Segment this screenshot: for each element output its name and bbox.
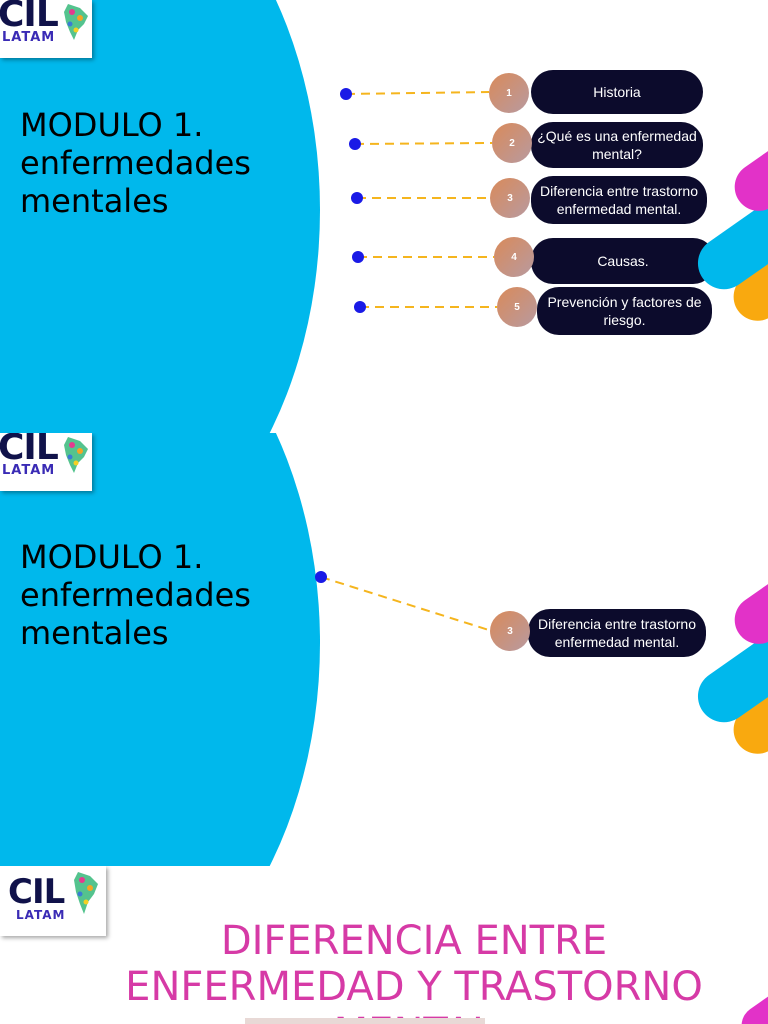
- logo: CIL LATAM: [0, 433, 92, 491]
- module-title-line1: MODULO 1.: [20, 106, 204, 144]
- connector-dot: [340, 88, 352, 100]
- logo-map-icon: [64, 437, 88, 473]
- section-title: DIFERENCIA ENTRE ENFERMEDAD Y TRASTORNO …: [60, 918, 768, 1024]
- topic-pill-3[interactable]: Diferencia entre trastorno enfermedad me…: [528, 609, 706, 657]
- logo: CIL LATAM: [0, 866, 106, 936]
- connector-3: [315, 571, 493, 632]
- logo-map-icon: [74, 872, 98, 914]
- topic-pill-text-line2: enfermedad mental.: [554, 634, 680, 650]
- connector-dot: [315, 571, 327, 583]
- topic-number-1: 1: [489, 73, 529, 113]
- connector-2: [349, 138, 493, 150]
- topic-number-4: 4: [494, 237, 534, 277]
- topic-pill-text-line1: Diferencia entre trastorno: [540, 183, 698, 199]
- topic-number-3: 3: [490, 611, 530, 651]
- module-title-line3: mentales: [20, 182, 169, 220]
- topic-pill-text-line1: Prevención y factores de: [547, 294, 702, 310]
- slide-3: CIL LATAM DIFERENCIA ENTRE ENFERMEDAD Y …: [0, 866, 768, 1024]
- module-title-line1: MODULO 1.: [20, 538, 204, 576]
- topic-pill-text-line1: ¿Qué es una enfermedad: [537, 128, 697, 144]
- connector-dot: [354, 301, 366, 313]
- topic-pill-text-line2: enfermedad mental.: [556, 201, 682, 217]
- blue-background-shape: [0, 433, 320, 866]
- topic-pill-text-line2: riesgo.: [603, 312, 646, 328]
- connector-lines: [315, 571, 493, 632]
- logo-text-sub: LATAM: [2, 463, 56, 478]
- connector-dot: [352, 251, 364, 263]
- slide-2: CIL LATAM MODULO 1. enfermedades mentale…: [0, 433, 768, 866]
- logo-text-sub: LATAM: [16, 908, 66, 922]
- logo-map-icon: [64, 4, 88, 40]
- topic-pill-text: Causas.: [597, 253, 649, 269]
- connector-lines: [340, 88, 497, 313]
- logo-text-sub: LATAM: [2, 30, 56, 45]
- image-placeholder: [245, 1018, 485, 1024]
- topic-pill-5[interactable]: Prevención y factores de riesgo.: [537, 287, 712, 335]
- topic-pill-1[interactable]: Historia: [531, 70, 703, 114]
- section-title-line2: ENFERMEDAD Y TRASTORNO: [125, 964, 703, 1010]
- module-title-line3: mentales: [20, 614, 169, 652]
- logo-text-main: CIL: [0, 433, 59, 468]
- topic-pill-text-line2: mental?: [592, 146, 642, 162]
- topic-number-5: 5: [497, 287, 537, 327]
- connector-1: [340, 88, 490, 100]
- topic-pill-4[interactable]: Causas.: [531, 238, 715, 284]
- connector-dot: [349, 138, 361, 150]
- module-title-line2: enfermedades: [20, 144, 251, 182]
- connector-5: [354, 301, 497, 313]
- module-title: MODULO 1. enfermedades mentales: [20, 538, 300, 652]
- section-title-line1: DIFERENCIA ENTRE: [220, 918, 608, 964]
- connector-3: [351, 192, 490, 204]
- topic-number-2: 2: [492, 123, 532, 163]
- module-title: MODULO 1. enfermedades mentales: [20, 106, 300, 220]
- module-title-line2: enfermedades: [20, 576, 251, 614]
- logo: CIL LATAM: [0, 0, 92, 58]
- topic-number-3: 3: [490, 178, 530, 218]
- topic-pill-text: Historia: [593, 84, 641, 100]
- topic-pill-text-line1: Diferencia entre trastorno: [538, 616, 696, 632]
- topic-pill-3[interactable]: Diferencia entre trastorno enfermedad me…: [531, 176, 707, 224]
- topic-pill-2[interactable]: ¿Qué es una enfermedad mental?: [531, 122, 703, 168]
- logo-text-main: CIL: [8, 872, 65, 912]
- connector-4: [352, 251, 494, 263]
- connector-dot: [351, 192, 363, 204]
- logo-text-main: CIL: [0, 0, 59, 35]
- slide-1: CIL LATAM MODULO 1. enfermedades mentale…: [0, 0, 768, 433]
- blue-background-shape: [0, 0, 320, 433]
